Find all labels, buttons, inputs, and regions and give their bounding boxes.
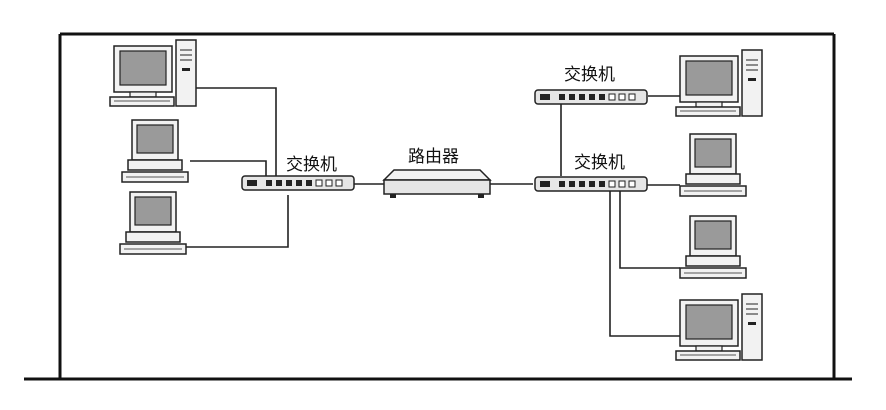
router-icon [382, 169, 492, 198]
wires-right [560, 95, 680, 337]
wire-switch-pc7 [609, 191, 680, 337]
wire-pc1-switch [192, 87, 277, 181]
wire-pc2-switch [190, 160, 267, 180]
desktop-computer-icon [119, 191, 187, 255]
router-label: 路由器 [408, 147, 459, 167]
wires-left [182, 87, 533, 248]
desktop-computer-icon [121, 119, 189, 183]
switch-right-top-label: 交换机 [564, 65, 615, 85]
wire-pc3-switch [182, 195, 289, 248]
switch-icon [241, 175, 355, 191]
switch-icon [534, 176, 648, 192]
desktop-computer-icon [679, 215, 747, 279]
switch-right-bottom-label: 交换机 [574, 153, 625, 173]
tower-computer-icon [109, 39, 197, 107]
switch-icon [534, 89, 648, 105]
switch-left-label: 交换机 [286, 155, 337, 175]
tower-computer-icon [675, 49, 763, 117]
desktop-computer-icon [679, 133, 747, 197]
tower-computer-icon [675, 293, 763, 361]
wire-switch-pc6 [619, 191, 680, 269]
